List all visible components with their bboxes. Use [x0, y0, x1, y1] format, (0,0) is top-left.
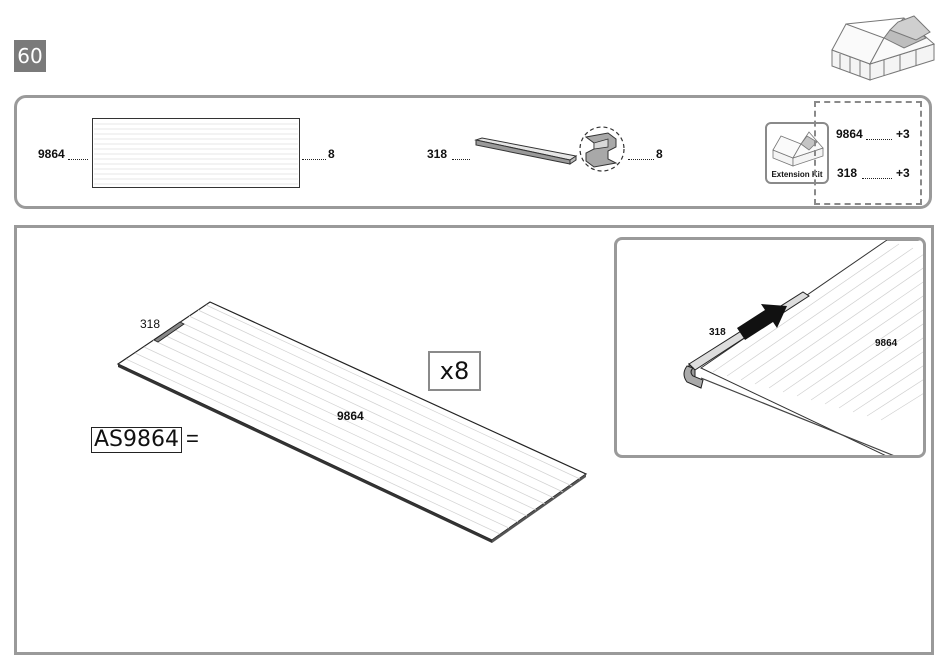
- extension-item-code: 318: [837, 166, 857, 180]
- quantity-multiplier-box: x8: [428, 351, 481, 391]
- greenhouse-overview-icon: [826, 12, 938, 82]
- leader-dots: [452, 158, 470, 160]
- part-profile-qty: 8: [656, 147, 663, 161]
- extension-item-code: 9864: [836, 127, 863, 141]
- part-profile-image: [474, 136, 578, 166]
- step-number-badge: 60: [14, 40, 46, 72]
- detail-profile-label: 318: [709, 327, 726, 338]
- leader-dots: [68, 158, 88, 160]
- leader-dots: [302, 158, 326, 160]
- leader-dots: [628, 158, 654, 160]
- assembly-panel-label: 9864: [337, 409, 364, 423]
- equals-sign: =: [186, 427, 199, 451]
- leader-dots: [866, 138, 892, 140]
- extension-item-qty: +3: [896, 166, 910, 180]
- extension-item-qty: +3: [896, 127, 910, 141]
- detail-panel-label: 9864: [875, 338, 897, 349]
- profile-section-detail-icon: [578, 125, 626, 173]
- part-panel-code: 9864: [38, 147, 65, 161]
- part-panel-image: [92, 118, 300, 188]
- assembly-code-box: AS9864: [91, 427, 182, 453]
- part-panel-qty: 8: [328, 147, 335, 161]
- extension-kit-box: [814, 101, 922, 205]
- detail-view-panel: 318 9864: [614, 237, 926, 458]
- detail-panel-illustration: [617, 240, 926, 458]
- assembly-profile-label: 318: [140, 317, 160, 331]
- leader-dots: [862, 177, 892, 179]
- part-profile-code: 318: [427, 147, 447, 161]
